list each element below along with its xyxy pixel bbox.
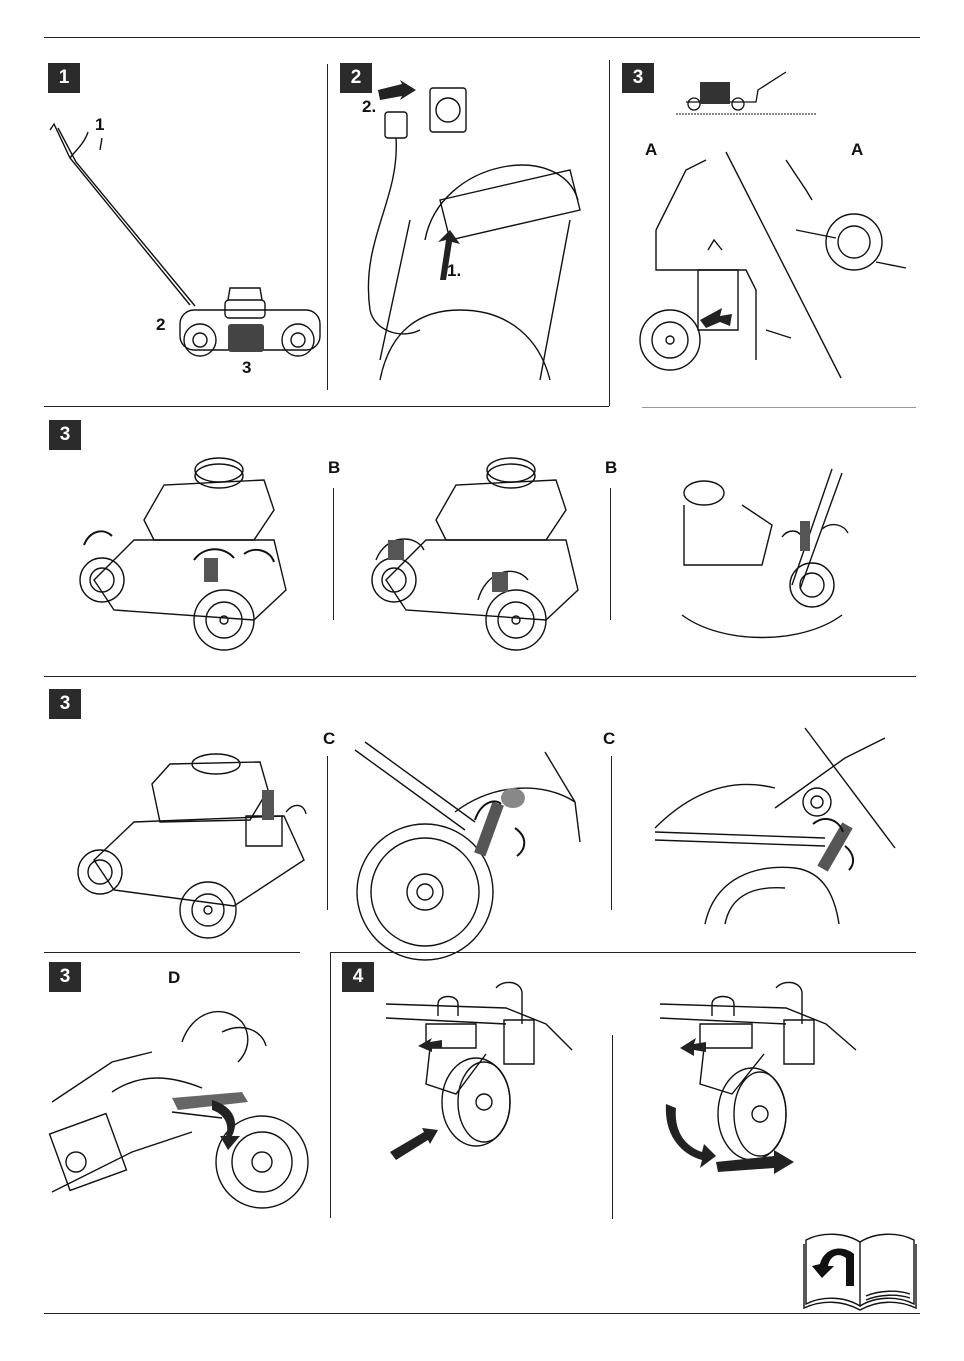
swivel-wheel-fixed-illustration [386, 984, 576, 1162]
row2-divider-a [333, 488, 334, 620]
row4-top-rule [330, 952, 916, 953]
swivel-wheel-free-illustration [656, 984, 868, 1184]
height-scale-lever-illustration [655, 728, 901, 924]
row3-bottom-rule [44, 952, 300, 953]
row1-right-rule [642, 407, 916, 408]
step-badge: 3 [49, 420, 81, 450]
hand-lever-illustration [52, 1002, 302, 1220]
row2-bottom-rule [44, 676, 916, 677]
sub-label: D [168, 968, 180, 988]
wheel-mount-illustration [636, 150, 921, 380]
mower-central-height-lever-illustration [74, 750, 306, 940]
mower-side-illustration [40, 110, 325, 370]
step-badge: 3 [622, 63, 654, 93]
arrow-icon [812, 1249, 854, 1286]
mower-front-wheel-adjust-illustration [366, 450, 591, 660]
sub-label-2: B [605, 458, 617, 478]
top-rule [44, 37, 920, 38]
mower-side-lever-illustration [682, 465, 862, 645]
sub-label-1: C [323, 729, 335, 749]
row1-divider-b [609, 60, 610, 406]
step-badge: 1 [48, 63, 80, 93]
row1-divider-a [327, 64, 328, 390]
sub-label-2: C [603, 729, 615, 749]
bottom-rule [44, 1313, 920, 1314]
row3-divider-b [611, 756, 612, 910]
mower-front-wheel-lever-illustration [74, 450, 299, 660]
row1-bottom-rule [44, 406, 609, 407]
row4-divider-b [612, 1035, 613, 1219]
step-badge: 4 [342, 962, 374, 992]
row2-divider-b [610, 488, 611, 620]
step-badge: 3 [49, 689, 81, 719]
sub-label-1: B [328, 458, 340, 478]
charger-illustration [340, 80, 600, 380]
rear-wheel-lever-illustration [345, 742, 585, 940]
row4-divider-a [330, 952, 331, 1218]
book-icon [802, 1230, 918, 1310]
height-adjust-icon [676, 62, 816, 118]
step-badge: 3 [49, 962, 81, 992]
row3-divider-a [327, 756, 328, 910]
